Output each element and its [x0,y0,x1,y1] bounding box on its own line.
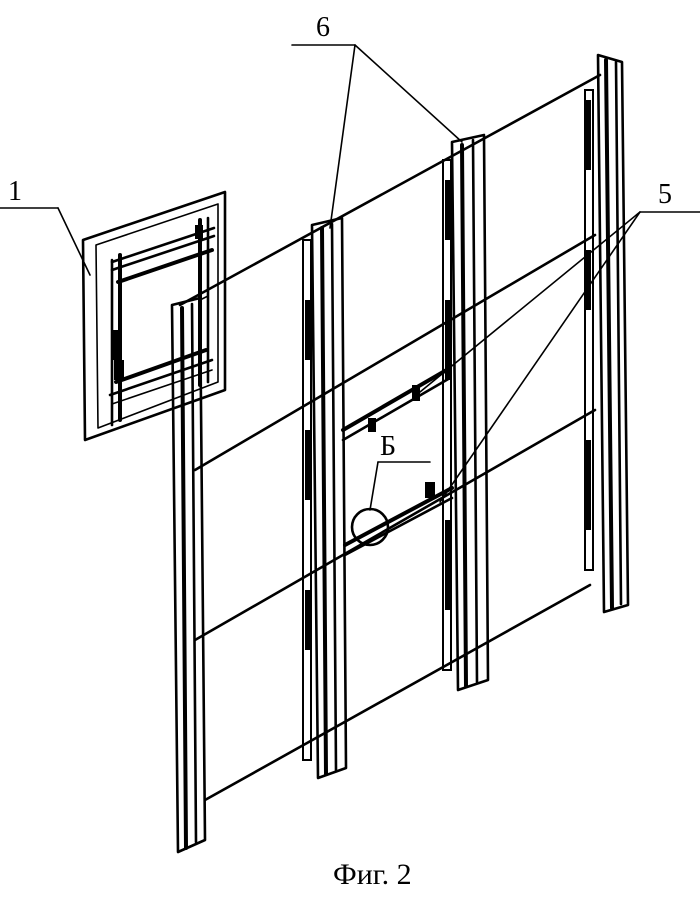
main-panel-rails [178,73,602,802]
label-part-5: 5 [658,179,672,210]
post-1 [170,295,209,854]
inset-panel [81,190,227,442]
post-4 [584,53,630,614]
figure-caption: Фиг. 2 [333,858,412,891]
label-part-1: 1 [8,176,22,207]
post-2 [302,216,348,780]
leader-lines [0,44,700,511]
label-part-6: 6 [316,12,330,43]
post-3 [442,133,490,692]
label-detail-b: Б [380,431,396,462]
